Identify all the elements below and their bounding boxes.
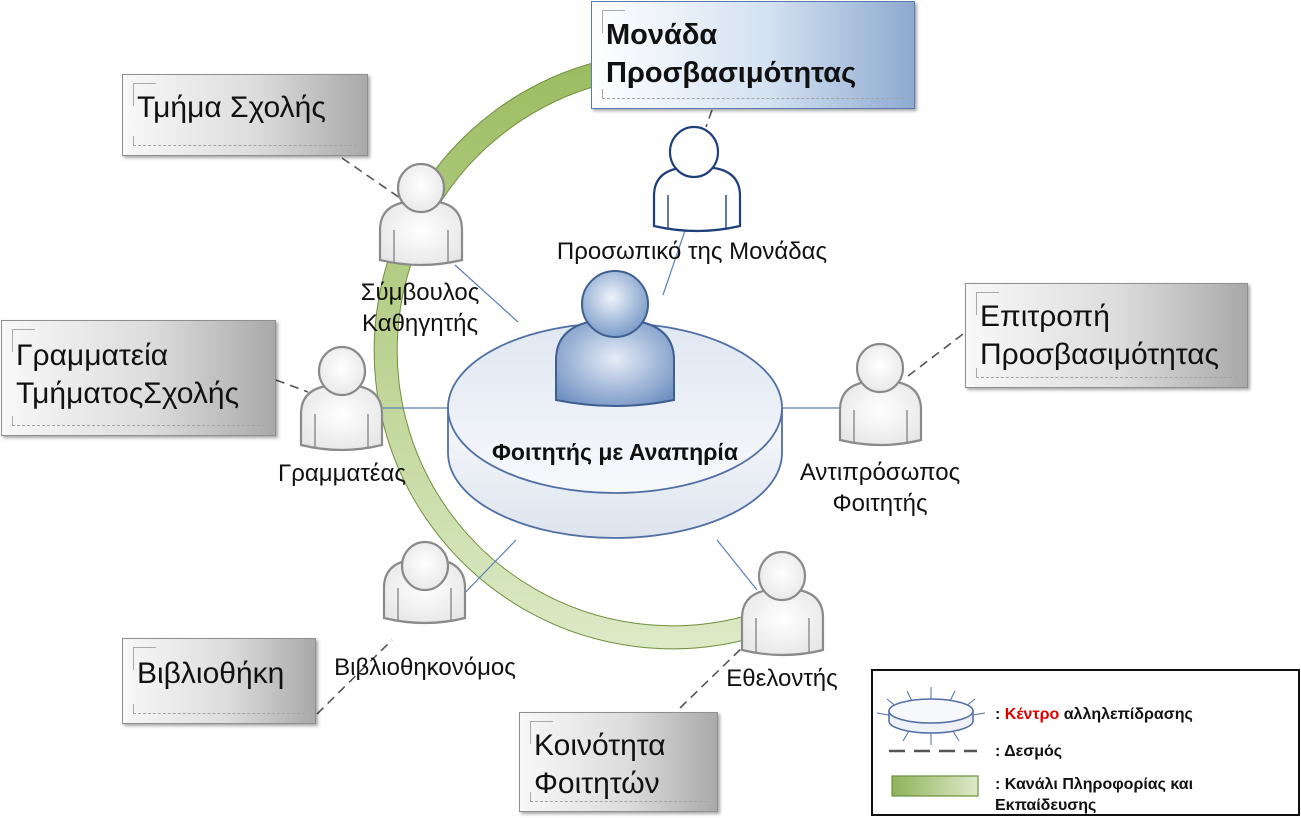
librarian-label: Βιβλιοθηκονόμος [334, 654, 516, 681]
librarian-person-icon [382, 540, 467, 625]
secretariat-box-label: Γραμματεία ΤμήματοςΣχολής [16, 339, 240, 410]
representative-label: Αντιπρόσωπος Φοιτητής [799, 459, 961, 517]
library-bond [316, 639, 393, 715]
library-box-label: Βιβλιοθήκη [137, 657, 285, 690]
student-person-icon [555, 270, 675, 407]
unit-box-label: Μονάδα Προσβασιμότητας [606, 19, 857, 89]
center-connections [383, 209, 842, 601]
advisor-connection [454, 264, 519, 323]
legend-channel-swatch [891, 775, 979, 797]
legend-bond-text: : Δεσμός [995, 743, 1063, 760]
volunteer-person-icon [740, 550, 825, 657]
legend-center-text: : Κέντρο αλληλεπίδρασης [995, 706, 1193, 723]
legend-disk-icon [876, 687, 986, 745]
department-box-label: Τμήμα Σχολής [137, 91, 326, 124]
committee-box-label: Επιτροπή Προσβασιμότητας [980, 300, 1220, 371]
unit-box: Μονάδα Προσβασιμότητας [591, 1, 915, 109]
volunteer-label: Εθελοντής [726, 665, 838, 692]
community-bond [679, 641, 749, 709]
department-bond [341, 157, 401, 199]
legend-channel-text: : Κανάλι Πληροφορίας και Εκπαίδευσης [995, 776, 1194, 814]
secretariat-bond [275, 379, 309, 393]
legend: : Κέντρο αλληλεπίδρασης : Δεσμός : Κανάλ… [871, 669, 1300, 816]
unit-staff-label: Προσωπικό της Μονάδας [556, 238, 828, 265]
community-box-label: Κοινότητα Φοιτητών [534, 729, 666, 800]
interaction-center-disk [447, 322, 783, 539]
community-box: Κοινότητα Φοιτητών [519, 712, 718, 812]
committee-bond [907, 333, 964, 377]
librarian-connection [457, 539, 517, 601]
committee-box: Επιτροπή Προσβασιμότητας [965, 283, 1248, 388]
center-label: Φοιτητής με Αναπηρία [492, 439, 738, 465]
unit-bond [705, 109, 713, 128]
volunteer-connection [716, 539, 758, 591]
secretary-person-icon [299, 345, 384, 452]
information-channel-ring [373, 61, 749, 650]
unit-staff-person-icon [652, 125, 742, 233]
library-box: Βιβλιοθήκη [122, 638, 316, 724]
department-box: Τμήμα Σχολής [122, 74, 368, 156]
advisor-label: Σύμβουλος Καθηγητής [360, 279, 480, 337]
representative-person-icon [838, 342, 923, 447]
secretariat-box: Γραμματεία ΤμήματοςΣχολής [1, 320, 276, 436]
secretary-label: Γραμματέας [278, 460, 406, 487]
advisor-person-icon [378, 162, 464, 267]
legend-symbols [876, 687, 986, 797]
bond-lines [275, 109, 964, 715]
